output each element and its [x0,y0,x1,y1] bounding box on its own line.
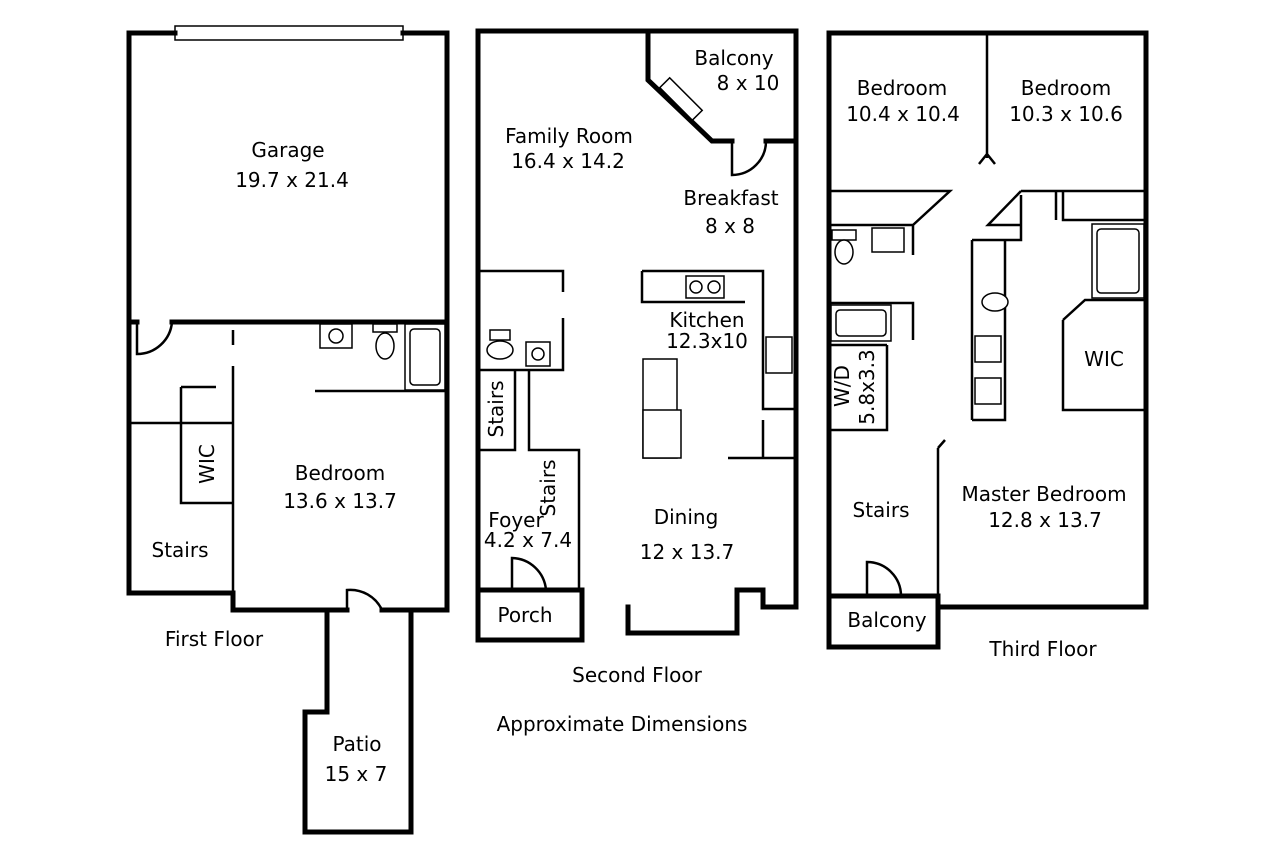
second-stairs-b-name: Stairs [536,460,560,517]
breakfast-dims: 8 x 8 [705,214,755,238]
garage-door [174,25,404,41]
kitchen-dims: 12.3x10 [666,329,748,353]
foyer-wall [478,370,517,452]
balcony-door [730,140,768,177]
balcony-wall [645,28,799,144]
second-floor-caption: Second Floor [572,663,702,687]
fireplace [658,76,704,122]
porch-wall [475,587,585,643]
garage-entry-door [135,321,174,356]
first-wic-name: WIC [195,444,219,484]
third-balcony-door [865,560,903,597]
foyer-name: Foyer [488,508,544,532]
third-floor-caption: Third Floor [988,637,1097,661]
patio-dims: 15 x 7 [325,762,388,786]
second-stairs-a-name: Stairs [484,381,508,438]
patio-wall [302,607,414,835]
third-toilet-tank [831,229,857,241]
half-bath-toilet [486,340,514,360]
third-bedroom-a-name: Bedroom [857,76,947,100]
first-stairs-name: Stairs [152,538,209,562]
patio-name: Patio [332,732,381,756]
kitchen-counter [640,269,796,460]
family-room-dims: 16.4 x 14.2 [511,149,625,173]
third-stairs-name: Stairs [853,498,910,522]
toilet-tank [372,323,398,333]
master-toilet [981,292,1009,312]
foyer-dims: 4.2 x 7.4 [484,528,572,552]
third-wic-name: WIC [1084,347,1124,371]
third-toilet-bowl [834,239,854,265]
sink-basin [328,328,344,344]
third-bedroom-b-dims: 10.3 x 10.6 [1009,102,1123,126]
family-room-name: Family Room [505,124,633,148]
bedroom-divider-wall [978,33,996,165]
master-bedroom-dims: 12.8 x 13.7 [988,508,1102,532]
toilet-bowl [375,332,395,360]
first-bedroom-dims: 13.6 x 13.7 [283,489,397,513]
second-floor: Balcony 8 x 10 Family Room 16.4 x 14.2 B… [475,28,799,736]
foyer-door [510,556,548,591]
half-bath-sink [525,341,551,367]
range [765,336,793,374]
third-floor: Bedroom 10.4 x 10.4 Bedroom 10.3 x 10.6 … [826,30,1149,661]
wd-name: W/D [830,365,854,407]
master-shower-inner [1096,228,1140,294]
garage-dims: 19.7 x 21.4 [235,168,349,192]
half-bath-wall [478,269,581,590]
third-bedroom-a-dims: 10.4 x 10.4 [846,102,960,126]
porch-name: Porch [497,603,552,627]
first-floor-caption: First Floor [165,627,264,651]
wd-dims: 5.8x3.3 [855,349,879,424]
half-bath-sink-basin [531,347,545,361]
upper-hall-wall [829,189,1146,255]
dining-name: Dining [654,505,719,529]
kitchen-sink-right [707,280,721,294]
fridge [642,409,682,459]
dining-dims: 12 x 13.7 [640,540,735,564]
master-sink-1 [974,335,1002,363]
first-floor-wic-wall [179,330,235,593]
third-tub-inner [835,309,887,337]
breakfast-name: Breakfast [683,186,778,210]
second-balcony-name: Balcony [694,46,773,70]
third-sink [871,227,905,253]
first-floor: Garage 19.7 x 21.4 Bedroom 13.6 x 13.7 W… [126,25,450,835]
approximate-dimensions-note: Approximate Dimensions [497,712,748,736]
wd-wall [829,343,889,432]
kitchen-name: Kitchen [669,308,744,332]
master-bedroom-wall [936,439,946,596]
third-balcony-name: Balcony [847,608,926,632]
third-bedroom-b-name: Bedroom [1021,76,1111,100]
master-sink-2 [974,377,1002,405]
patio-door [345,588,384,611]
first-bedroom-name: Bedroom [295,461,385,485]
half-bath-toilet-tank [489,329,511,341]
garage-name: Garage [251,138,324,162]
kitchen-sink-left [689,280,703,294]
master-bedroom-name: Master Bedroom [961,482,1126,506]
bathtub-inner [409,328,441,386]
second-balcony-dims: 8 x 10 [717,71,780,95]
baths-wall [829,195,1146,422]
